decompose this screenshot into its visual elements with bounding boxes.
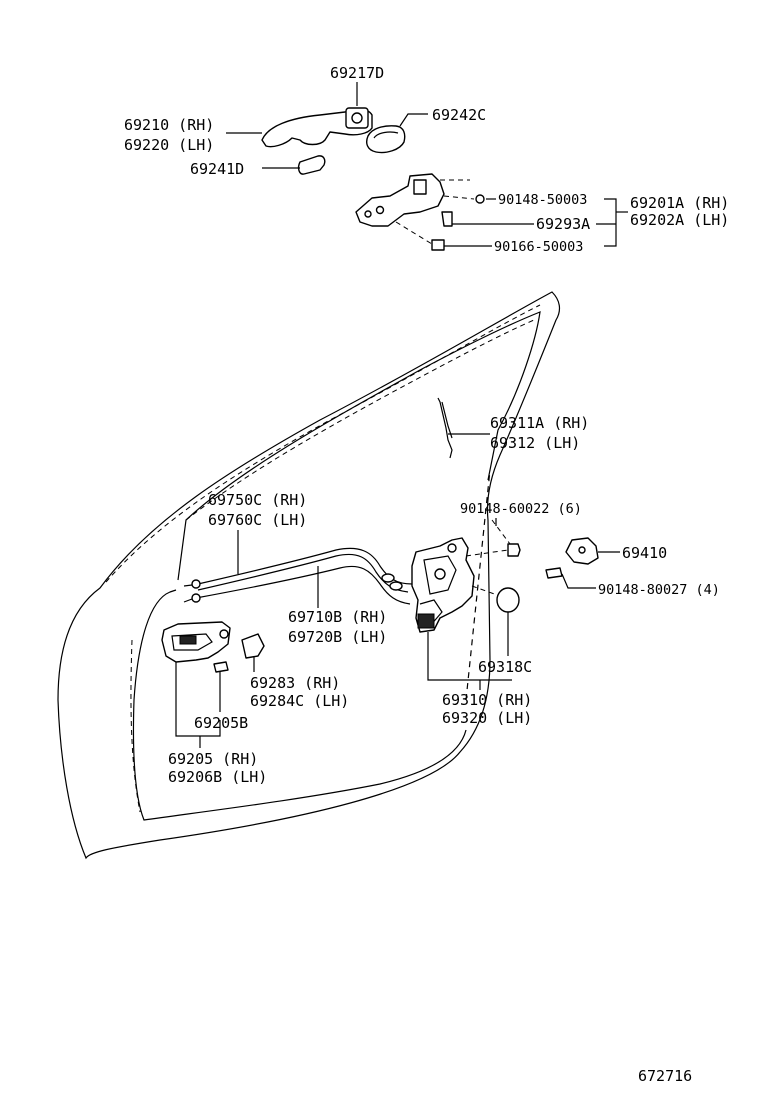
outside-handle (261, 108, 373, 148)
label-69241d: 69241D (190, 160, 244, 178)
frame-hole-1 (375, 205, 385, 215)
bracket-69201a (604, 198, 617, 247)
cable-end-lower (191, 593, 201, 603)
cable-upper (197, 547, 413, 585)
handle-pad (366, 125, 406, 154)
striker-pin (578, 546, 586, 554)
striker-group (545, 537, 620, 589)
door-dash-edge (465, 469, 491, 701)
inside-handle-group (161, 621, 265, 748)
label-69217d: 69217D (330, 64, 384, 82)
leader-90148-80027 (561, 573, 596, 589)
small-pad (297, 155, 326, 175)
link-rod-group (437, 397, 490, 459)
screw-90148-80027 (545, 567, 563, 579)
door-lock-connector (417, 613, 435, 629)
handle-pad-detail (373, 131, 399, 139)
frame-clip (413, 179, 427, 195)
door-window-frame (105, 304, 541, 583)
dash-lock-screw (465, 549, 509, 557)
label-69210: 69210 (RH) (124, 116, 214, 134)
labels: 69217D 69210 (RH) 69220 (LH) 69242C 6924… (124, 64, 729, 1085)
cable-upper-b (197, 553, 409, 593)
label-69320: 69320 (LH) (442, 709, 532, 727)
handle-frame-group (355, 173, 628, 251)
dash-lock-grommet (471, 585, 501, 597)
label-69750c: 69750C (RH) (208, 491, 307, 509)
door-lock-group (411, 469, 521, 701)
door-lock-gear (434, 568, 446, 580)
cable-tip-2 (183, 598, 193, 603)
label-69318c: 69318C (478, 658, 532, 676)
cable-clip-1 (381, 573, 395, 583)
door-outline (57, 291, 561, 860)
key-cylinder-face (351, 112, 363, 124)
bolt-lower (431, 239, 445, 251)
label-69202a: 69202A (LH) (630, 211, 729, 229)
bracket-69205 (175, 662, 221, 737)
label-90148-60022: 90148-60022 (6) (460, 501, 582, 517)
label-90166-50003: 90166-50003 (494, 239, 583, 255)
label-69284c: 69284C (LH) (250, 692, 349, 710)
inside-handle-grip (171, 633, 213, 651)
label-69293a: 69293A (536, 215, 590, 233)
label-69220: 69220 (LH) (124, 136, 214, 154)
door-lock-lever (419, 599, 443, 627)
grommet-69318c (496, 587, 520, 613)
cables-group (183, 530, 413, 608)
door-lock-body (423, 555, 457, 595)
inner-panel (132, 589, 467, 821)
link-rod (437, 397, 453, 459)
door-outer-edge (57, 291, 561, 860)
dash-screw-upper (491, 519, 511, 545)
label-69720b: 69720B (LH) (288, 628, 387, 646)
inside-handle-screw-hole (219, 629, 229, 639)
bezel-69283 (241, 633, 265, 659)
label-69283: 69283 (RH) (250, 674, 340, 692)
inner-panel-dash (130, 639, 141, 813)
label-69312: 69312 (LH) (490, 434, 580, 452)
label-69242c: 69242C (432, 106, 486, 124)
label-69205: 69205 (RH) (168, 750, 258, 768)
leader-69242c (399, 113, 428, 127)
dash-bolt-lower (395, 221, 433, 245)
label-69206b: 69206B (LH) (168, 768, 267, 786)
screw-69205b (213, 661, 229, 673)
cable-end-upper (191, 579, 201, 589)
window-inner-dash (185, 319, 535, 521)
inside-handle-lever (179, 635, 197, 645)
clip-69293a (441, 211, 453, 227)
door-lock-pivot (447, 543, 457, 553)
label-69710b: 69710B (RH) (288, 608, 387, 626)
bracket-69310 (427, 632, 512, 681)
door-lock-assembly (411, 537, 475, 633)
window-opening (177, 311, 541, 581)
label-69311a: 69311A (RH) (490, 414, 589, 432)
cable-clip-2 (389, 581, 403, 591)
label-69310: 69310 (RH) (442, 691, 532, 709)
screw-90148-60022 (507, 543, 521, 557)
cable-lower (195, 565, 411, 605)
label-69205b: 69205B (194, 714, 248, 732)
cable-tip-1 (183, 584, 193, 587)
dash-bolt-upper (443, 195, 475, 200)
frame-hole-2 (364, 210, 372, 218)
bolt-upper (475, 194, 485, 204)
label-90148-80027: 90148-80027 (4) (598, 582, 720, 598)
label-69201a: 69201A (RH) (630, 194, 729, 212)
label-69760c: 69760C (LH) (208, 511, 307, 529)
outside-handle-group (226, 82, 428, 175)
label-69410: 69410 (622, 544, 667, 562)
figure-number: 672716 (638, 1067, 692, 1085)
label-90148-50003: 90148-50003 (498, 192, 587, 208)
handle-frame (355, 173, 445, 227)
